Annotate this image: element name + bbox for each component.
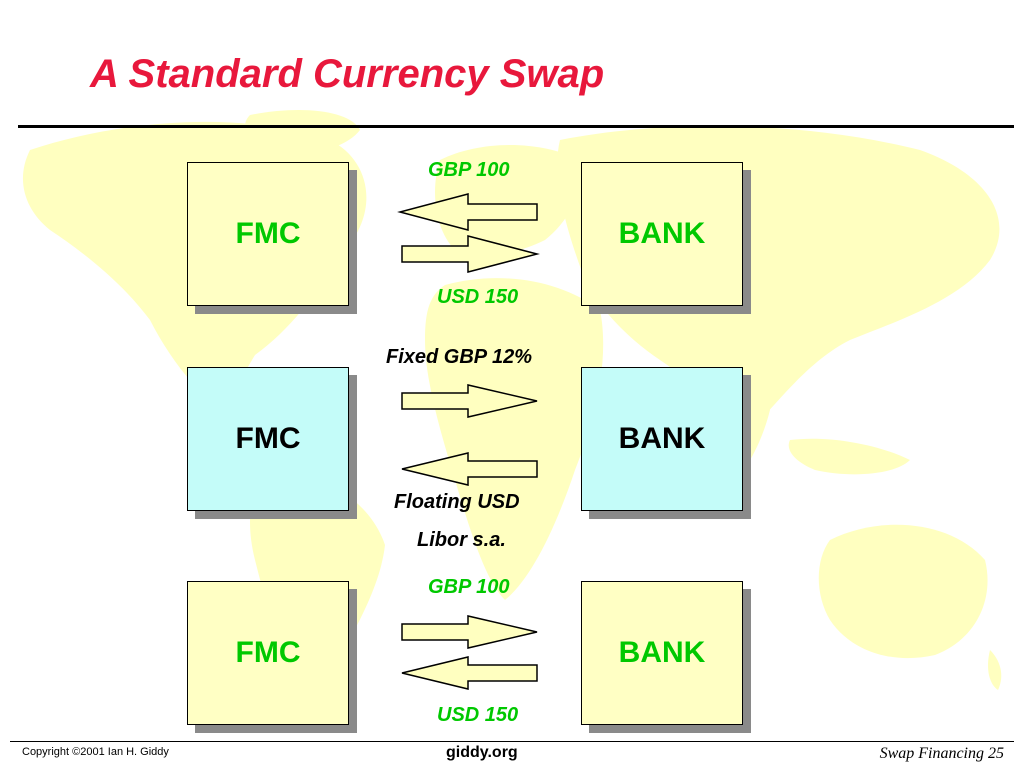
fmc-box-interest-exchange: FMC — [187, 367, 349, 511]
arrow-right-row1 — [401, 235, 540, 273]
arrow-left-row3 — [401, 656, 538, 690]
bank-box-interest-exchange: BANK — [581, 367, 743, 511]
arrow-right-row3 — [401, 615, 538, 649]
africa-shape — [425, 278, 604, 600]
greenland-shape — [245, 110, 360, 154]
fmc-box-principal-exchange: FMC — [187, 162, 349, 306]
bank-box-principal-reexchange: BANK — [581, 581, 743, 725]
flow-label-fixed-gbp: Fixed GBP 12% — [386, 346, 532, 368]
footer-page-number: Swap Financing 25 — [879, 745, 1004, 762]
new-zealand-shape — [987, 650, 1002, 690]
flow-label-usd-150-initial: USD 150 — [437, 286, 519, 308]
australia-shape — [818, 524, 988, 659]
flow-label-usd-150-final: USD 150 — [437, 704, 519, 726]
bank-box-principal-exchange: BANK — [581, 162, 743, 306]
flow-label-gbp-100-final: GBP 100 — [428, 576, 510, 598]
flow-label-gbp-100-initial: GBP 100 — [428, 159, 510, 181]
europe-shape — [435, 145, 581, 256]
fmc-box-principal-reexchange: FMC — [187, 581, 349, 725]
footer-copyright: Copyright ©2001 Ian H. Giddy — [22, 746, 169, 758]
flow-label-floating-usd: Floating USD — [394, 491, 520, 513]
title-divider — [18, 125, 1014, 128]
arrow-left-row1 — [397, 193, 538, 231]
footer-divider — [10, 741, 1014, 742]
arrow-right-row2 — [401, 384, 538, 418]
arrow-left-row2 — [401, 452, 538, 486]
slide-title: A Standard Currency Swap — [90, 52, 605, 96]
footer-site: giddy.org — [446, 744, 518, 761]
flow-label-libor: Libor s.a. — [417, 529, 506, 551]
indonesia-shape — [788, 438, 910, 475]
